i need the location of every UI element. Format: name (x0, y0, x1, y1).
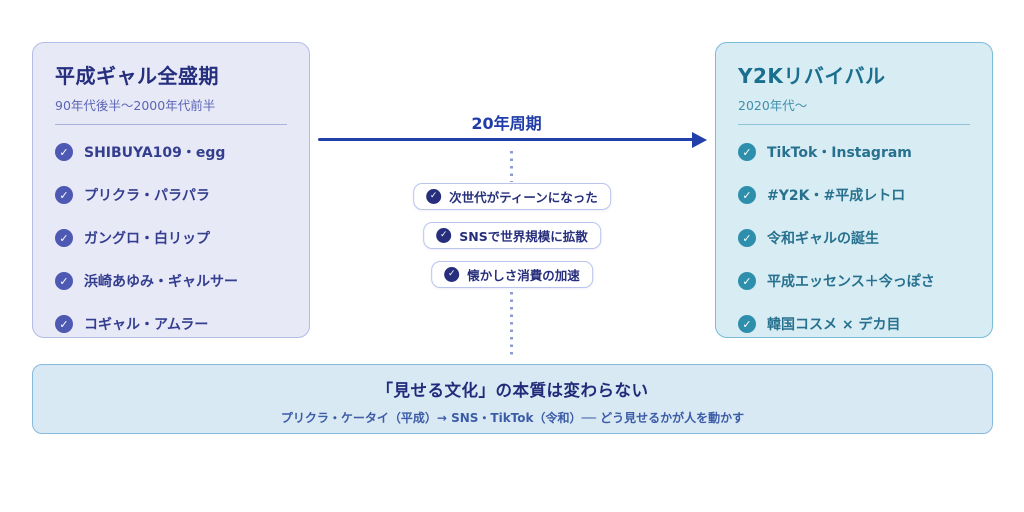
reason-chip: ✓ 次世代がティーンになった (413, 183, 611, 210)
check-circle-icon: ✓ (738, 229, 756, 247)
list-item-label: SHIBUYA109・egg (84, 145, 226, 161)
heisei-card-period: 90年代後半〜2000年代前半 (55, 98, 216, 113)
check-circle-icon: ✓ (738, 272, 756, 290)
reason-chip-label: SNSで世界規模に拡散 (459, 229, 588, 244)
list-item: ✓ コギャル・アムラー (55, 314, 287, 334)
reason-chip: ✓ 懐かしさ消費の加速 (431, 261, 593, 288)
list-item: ✓ #Y2K・#平成レトロ (738, 185, 970, 205)
check-circle-icon: ✓ (444, 267, 460, 282)
heisei-era-card: 平成ギャル全盛期 90年代後半〜2000年代前半 ✓ SHIBUYA109・eg… (32, 42, 310, 338)
list-item: ✓ TikTok・Instagram (738, 142, 970, 162)
reason-chip-label: 次世代がティーンになった (449, 190, 598, 205)
dotted-connector-bottom (510, 292, 513, 358)
conclusion-subtitle: プリクラ・ケータイ（平成）→ SNS・TikTok（令和）── どう見せるかが人… (280, 411, 745, 425)
list-item-label: 平成エッセンス＋今っぽさ (767, 274, 935, 290)
list-item: ✓ ガングロ・白リップ (55, 228, 287, 248)
reason-chip-list: ✓ 次世代がティーンになった ✓ SNSで世界規模に拡散 ✓ 懐かしさ消費の加速 (413, 183, 611, 288)
conclusion-title: 「見せる文化」の本質は変わらない (376, 381, 649, 400)
check-circle-icon: ✓ (738, 315, 756, 333)
dotted-connector-top (510, 151, 513, 182)
check-circle-icon: ✓ (738, 143, 756, 161)
y2k-era-card: Y2Kリバイバル 2020年代〜 ✓ TikTok・Instagram ✓ #Y… (715, 42, 993, 338)
cycle-arrowhead-icon (692, 131, 707, 148)
y2k-card-title: Y2Kリバイバル (738, 64, 886, 88)
cycle-arrow-line (318, 138, 694, 141)
list-item: ✓ 韓国コスメ × デカ目 (738, 314, 970, 334)
y2k-item-list: ✓ TikTok・Instagram ✓ #Y2K・#平成レトロ ✓ 令和ギャル… (738, 142, 970, 334)
reason-chip: ✓ SNSで世界規模に拡散 (423, 222, 601, 249)
heisei-card-divider (55, 124, 287, 125)
y2k-card-period: 2020年代〜 (738, 98, 808, 113)
check-circle-icon: ✓ (426, 189, 442, 204)
list-item: ✓ 平成エッセンス＋今っぽさ (738, 271, 970, 291)
list-item: ✓ 令和ギャルの誕生 (738, 228, 970, 248)
check-circle-icon: ✓ (55, 272, 73, 290)
cycle-label: 20年周期 (471, 114, 542, 133)
check-circle-icon: ✓ (738, 186, 756, 204)
list-item-label: 令和ギャルの誕生 (767, 231, 879, 247)
heisei-card-title: 平成ギャル全盛期 (55, 64, 219, 88)
conclusion-card: 「見せる文化」の本質は変わらない プリクラ・ケータイ（平成）→ SNS・TikT… (32, 364, 993, 434)
list-item: ✓ 浜崎あゆみ・ギャルサー (55, 271, 287, 291)
heisei-item-list: ✓ SHIBUYA109・egg ✓ プリクラ・パラパラ ✓ ガングロ・白リップ… (55, 142, 287, 334)
check-circle-icon: ✓ (436, 228, 452, 243)
list-item-label: TikTok・Instagram (767, 145, 912, 161)
list-item-label: 浜崎あゆみ・ギャルサー (84, 274, 238, 290)
list-item-label: #Y2K・#平成レトロ (767, 188, 906, 204)
list-item-label: 韓国コスメ × デカ目 (767, 317, 901, 333)
list-item-label: コギャル・アムラー (84, 317, 209, 333)
list-item: ✓ プリクラ・パラパラ (55, 185, 287, 205)
check-circle-icon: ✓ (55, 143, 73, 161)
list-item: ✓ SHIBUYA109・egg (55, 142, 287, 162)
check-circle-icon: ✓ (55, 315, 73, 333)
check-circle-icon: ✓ (55, 229, 73, 247)
list-item-label: プリクラ・パラパラ (84, 188, 210, 204)
y2k-card-divider (738, 124, 970, 125)
reason-chip-label: 懐かしさ消費の加速 (467, 268, 580, 283)
check-circle-icon: ✓ (55, 186, 73, 204)
list-item-label: ガングロ・白リップ (84, 231, 210, 247)
